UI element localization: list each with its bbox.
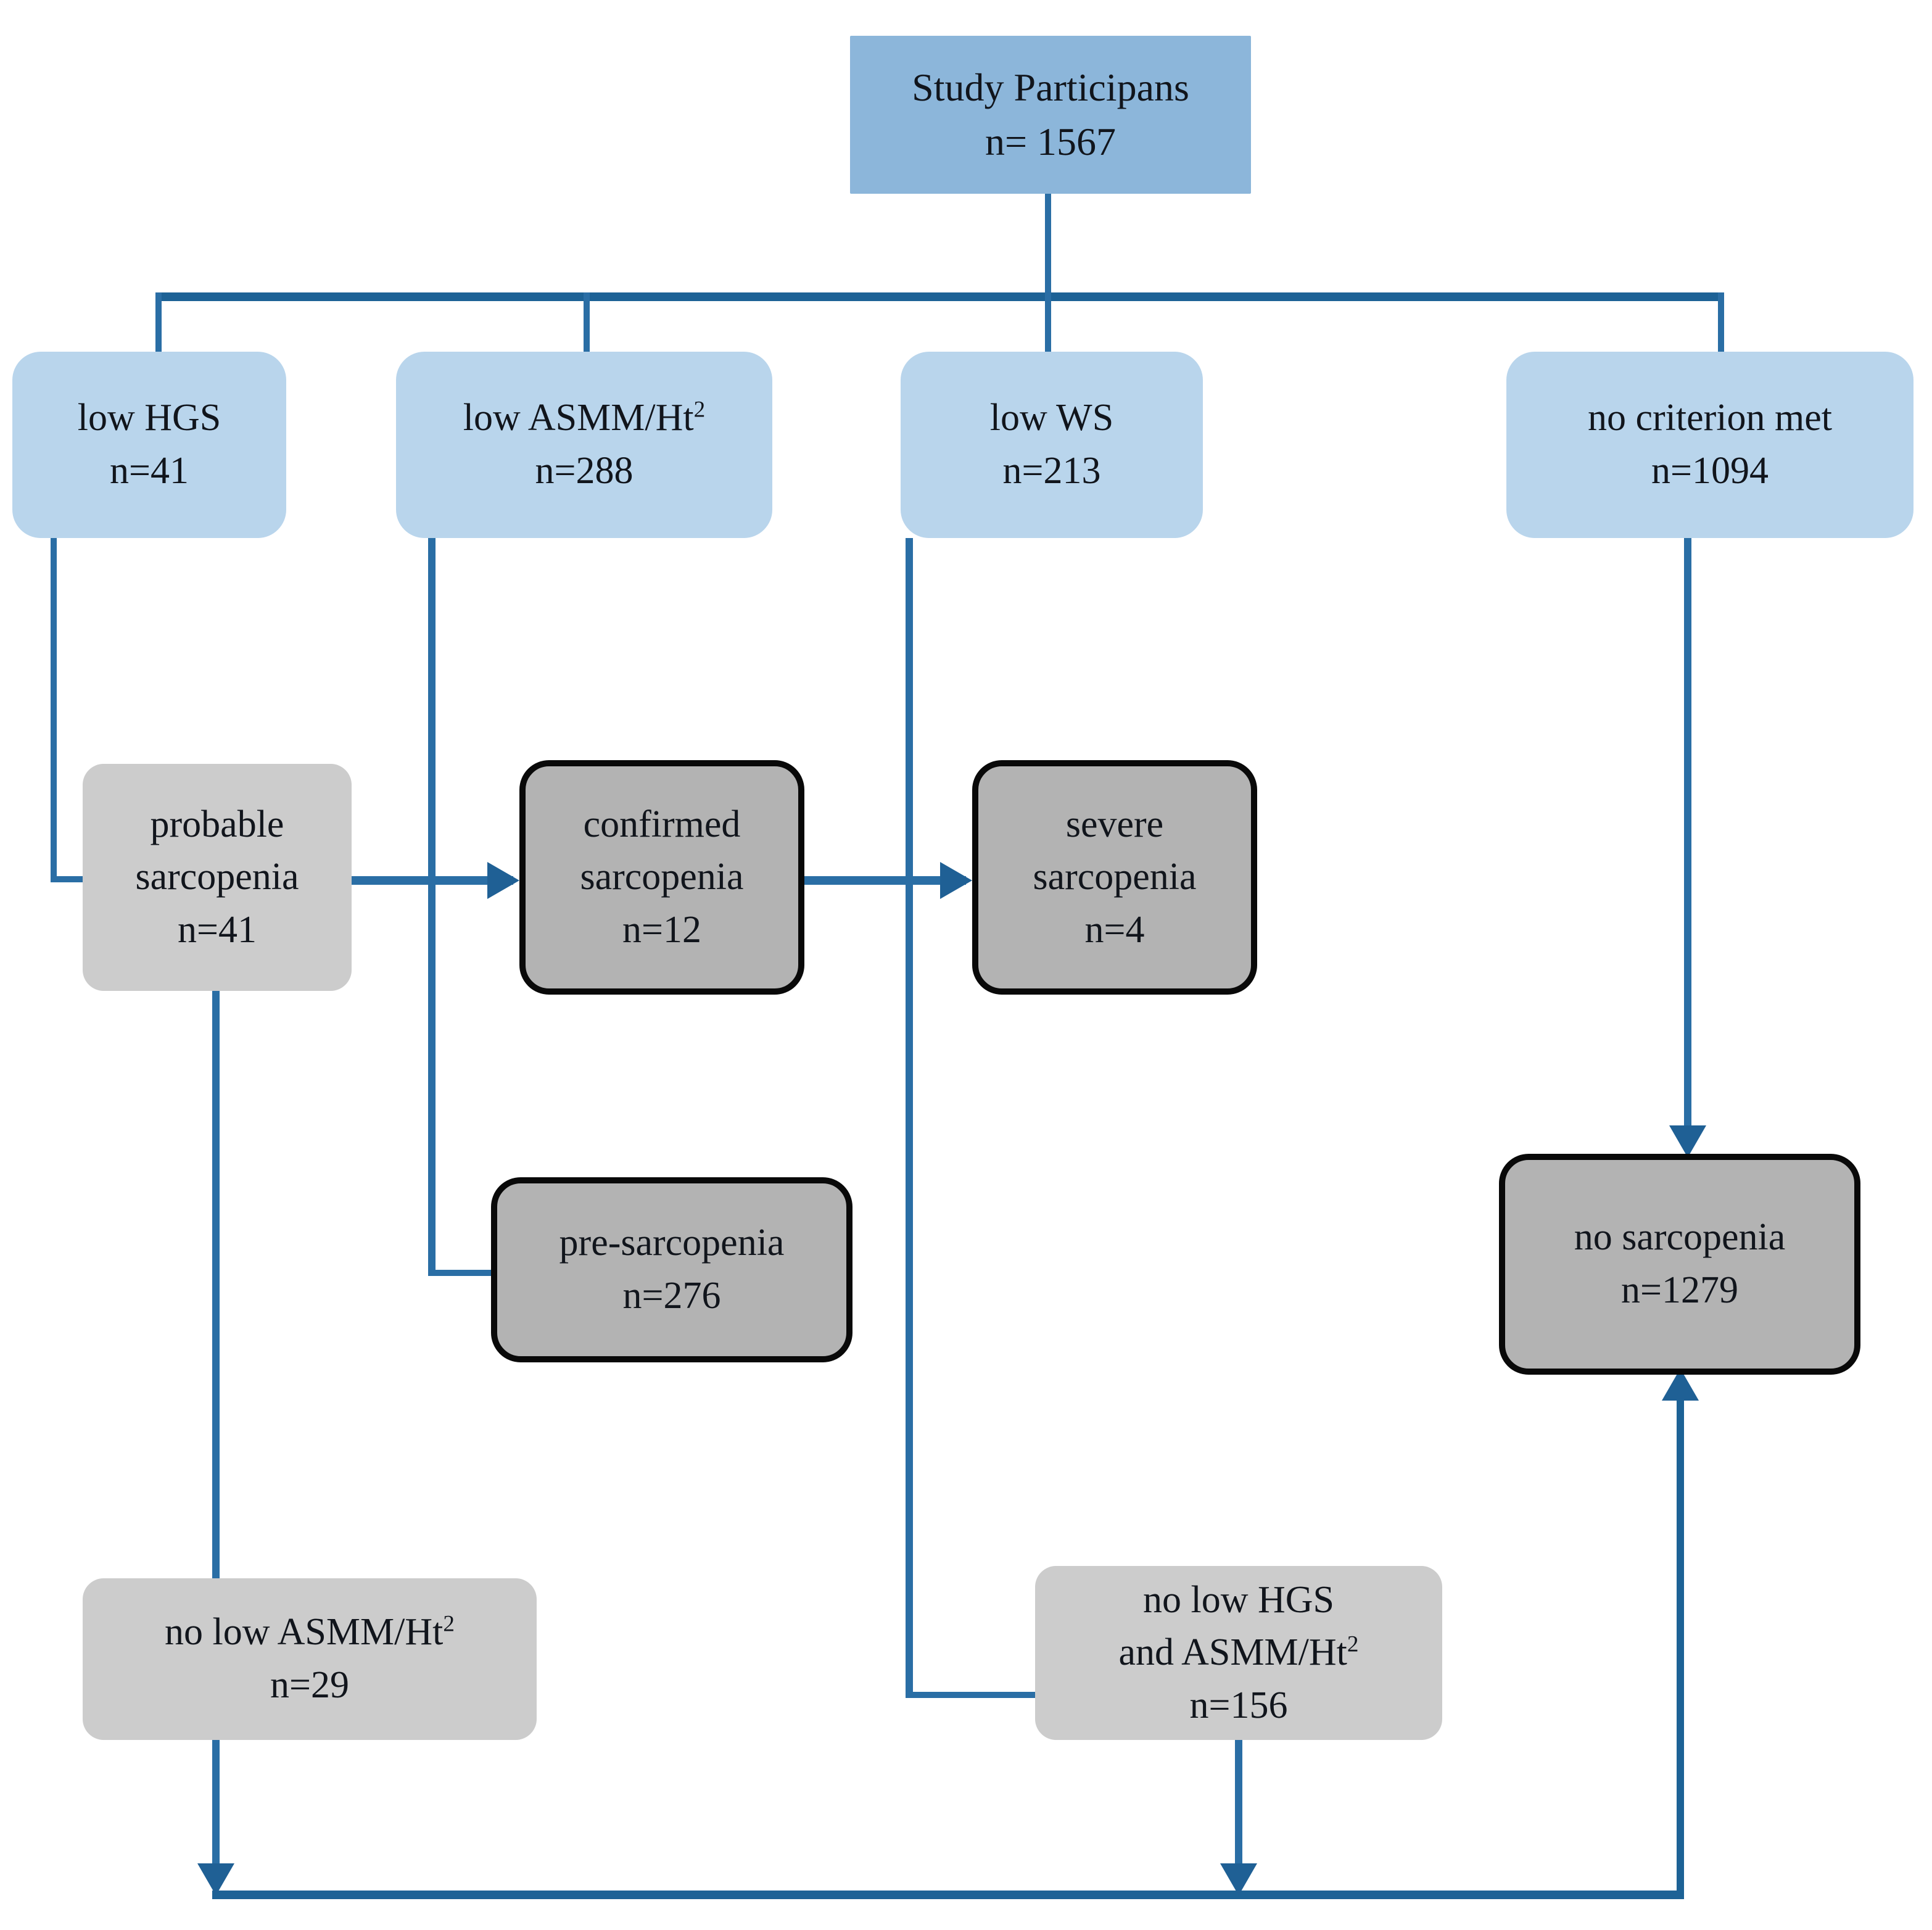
node-label-line1: pre-sarcopenia xyxy=(559,1222,785,1264)
edge-probable-to-nolowasmm xyxy=(212,991,220,1596)
node-label-line1: no sarcopenia xyxy=(1574,1216,1786,1259)
node-count: n=1279 xyxy=(1621,1269,1738,1311)
node-count: n=29 xyxy=(270,1664,349,1706)
edge-bus-drop-low-ws xyxy=(1045,292,1051,352)
node-severe-sarcopenia[interactable]: severe sarcopenia n=4 xyxy=(972,760,1257,995)
node-no-low-hgs-asmm[interactable]: no low HGS and ASMM/Ht2 n=156 xyxy=(1035,1566,1442,1740)
edge-bus-drop-low-asmm xyxy=(584,292,590,352)
edge-lowhgs-down xyxy=(51,538,57,882)
edge-bus-drop-low-hgs xyxy=(155,292,162,352)
node-label-line1: no low ASMM/Ht2 xyxy=(165,1611,455,1654)
node-label: low WS xyxy=(989,397,1114,439)
node-low-ws[interactable]: low WS n=213 xyxy=(901,352,1203,538)
node-no-criterion-met[interactable]: no criterion met n=1094 xyxy=(1506,352,1913,538)
node-label-line2: and ASMM/Ht2 xyxy=(1118,1631,1359,1674)
node-label-line1: confirmed xyxy=(583,803,741,845)
edge-probable-to-confirmed xyxy=(352,876,513,885)
superscript-two: 2 xyxy=(693,397,706,423)
node-label-line2: sarcopenia xyxy=(580,856,744,898)
node-label: no criterion met xyxy=(1588,397,1832,439)
edge-lowws-down xyxy=(906,538,913,1698)
node-count: n=4 xyxy=(1084,908,1145,951)
edge-distribution-bus xyxy=(155,292,1724,301)
node-count: n=288 xyxy=(535,450,634,492)
edge-nolowhgsasmm-down xyxy=(1235,1739,1242,1873)
node-count: n=12 xyxy=(622,908,701,951)
superscript-two: 2 xyxy=(443,1611,455,1637)
arrowhead-nolowhgsasmm-down xyxy=(1220,1863,1257,1895)
edge-lowws-into-nolowhgs xyxy=(906,1692,1036,1698)
node-label: low HGS xyxy=(77,397,221,439)
node-count: n=1094 xyxy=(1651,450,1769,492)
node-confirmed-sarcopenia[interactable]: confirmed sarcopenia n=12 xyxy=(519,760,804,995)
node-count: n=276 xyxy=(622,1275,721,1317)
edge-root-stem xyxy=(1045,193,1051,297)
node-label-line2: sarcopenia xyxy=(1033,856,1197,898)
node-count: n=41 xyxy=(178,908,257,951)
node-label-line1: severe xyxy=(1065,803,1164,845)
edge-bottom-return-bus xyxy=(212,1891,1684,1899)
node-count: n=213 xyxy=(1002,450,1101,492)
edge-nolowasmm-down xyxy=(212,1739,220,1873)
node-pre-sarcopenia[interactable]: pre-sarcopenia n=276 xyxy=(491,1177,852,1362)
node-count: n=41 xyxy=(110,450,189,492)
node-label: low ASMM/Ht2 xyxy=(463,397,706,439)
node-label-line1: probable xyxy=(150,803,284,845)
edge-nocriterion-to-nosarc xyxy=(1684,538,1691,1132)
edge-bus-drop-no-criterion xyxy=(1718,292,1724,352)
edge-confirmed-to-severe xyxy=(804,876,966,885)
node-label-line2: sarcopenia xyxy=(135,856,299,898)
edge-lowhgs-into-probable xyxy=(51,876,89,882)
node-count: n=156 xyxy=(1189,1684,1288,1726)
arrowhead-confirmed-to-severe xyxy=(940,862,972,899)
arrowhead-nolowasmm-down xyxy=(197,1863,234,1895)
node-no-sarcopenia[interactable]: no sarcopenia n=1279 xyxy=(1499,1154,1860,1375)
node-count: n= 1567 xyxy=(985,120,1117,164)
node-low-asmm-ht2[interactable]: low ASMM/Ht2 n=288 xyxy=(396,352,772,538)
node-probable-sarcopenia[interactable]: probable sarcopenia n=41 xyxy=(83,764,352,991)
node-no-low-asmm[interactable]: no low ASMM/Ht2 n=29 xyxy=(83,1578,537,1740)
edge-lowasmm-into-presarc xyxy=(428,1270,493,1276)
node-label-line1: no low HGS xyxy=(1142,1578,1335,1621)
arrowhead-probable-to-confirmed xyxy=(487,862,519,899)
edge-lowasmm-down xyxy=(428,538,436,1276)
node-study-participants[interactable]: Study Participans n= 1567 xyxy=(850,36,1251,194)
superscript-two: 2 xyxy=(1347,1631,1359,1657)
arrowhead-nocriterion-to-nosarc xyxy=(1669,1125,1706,1158)
node-low-hgs[interactable]: low HGS n=41 xyxy=(12,352,286,538)
edge-bottom-return-up xyxy=(1677,1399,1684,1899)
node-label: Study Participans xyxy=(912,65,1189,109)
